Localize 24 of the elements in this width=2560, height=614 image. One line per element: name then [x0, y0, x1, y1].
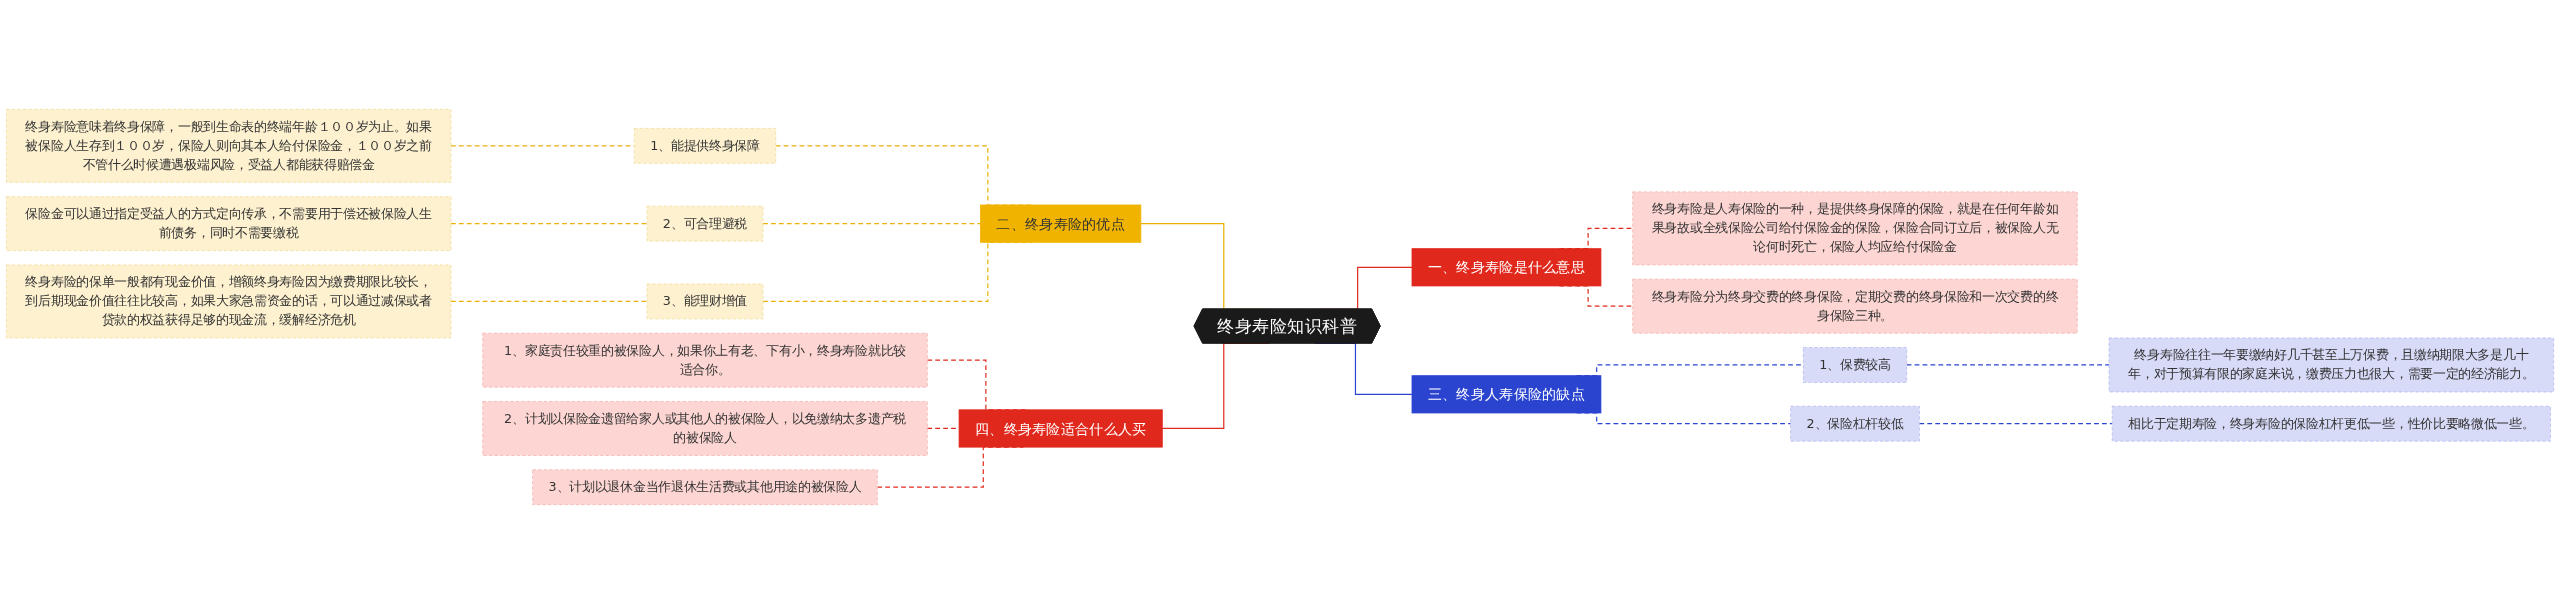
node-box: 3、计划以退休金当作退休生活费或其他用途的被保险人 [532, 469, 878, 506]
node-box: 二、终身寿险的优点 [980, 204, 1142, 243]
node-box: 2、可合理避税 [646, 205, 764, 242]
node-box: 四、终身寿险适合什么人买 [958, 409, 1163, 448]
node-box: 终身寿险的保单一般都有现金价值，增额终身寿险因为缴费期限比较长，到后期现金价值往往比较高，如果大家急需资金的话，可以通过减保或者贷款的权益获得足够的现金流，缓解经济危机 [5, 264, 452, 339]
node-box: 2、保险杠杆较低 [1790, 405, 1920, 442]
connector [1906, 364, 2110, 366]
connector [762, 223, 982, 225]
node-box: 终身寿险往往一年要缴纳好几千甚至上万保费，且缴纳期限大多是几十年，对于预算有限的家庭来说，缴费压力也很大，需要一定的经济能力。 [2108, 337, 2555, 393]
node-box: 1、保费较高 [1802, 347, 1908, 383]
node-box: 1、家庭责任较重的被保险人，如果你上有老、下有小，终身寿险就比较适合你。 [482, 332, 928, 388]
node-box: 三、终身人寿保险的缺点 [1411, 375, 1602, 414]
node-box: 保险金可以通过指定受益人的方式定向传承，不需要用于偿还被保险人生前债务，同时不需要缴税 [5, 196, 452, 252]
node-box: 2、计划以保险金遗留给家人或其他人的被保险人，以免缴纳太多遗产税的被保险人 [482, 401, 928, 456]
connector [450, 300, 648, 303]
node-box: 相比于定期寿险，终身寿险的保险杠杆更低一些，性价比要略微低一些。 [2111, 405, 2551, 442]
node-box: 一、终身寿险是什么意思 [1411, 248, 1602, 287]
node-box: 终身寿险意味着终身保障，一般到生命表的终端年龄１００岁为止。如果被保险人生存到１００岁，保险人则向其本人给付保险金，１００岁之前不管什么时候遭遇极端风险，受益人都能获得赔偿金 [5, 108, 452, 183]
node-box: 3、能理财增值 [646, 283, 764, 320]
connector [1918, 423, 2113, 425]
node-box: 1、能提供终身保障 [633, 127, 777, 164]
connector [450, 223, 648, 225]
node-box: 终身寿险是人寿保险的一种，是提供终身保障的保险，就是在任何年龄如果身故或全残保险公司给付保险金的保险，保险合同订立后，被保险人无论何时死亡，保险人均应给付保险金 [1632, 191, 2078, 266]
node-box: 终身寿险分为终身交费的终身保险，定期交费的终身保险和一次交费的终身保险三种。 [1632, 278, 2078, 334]
